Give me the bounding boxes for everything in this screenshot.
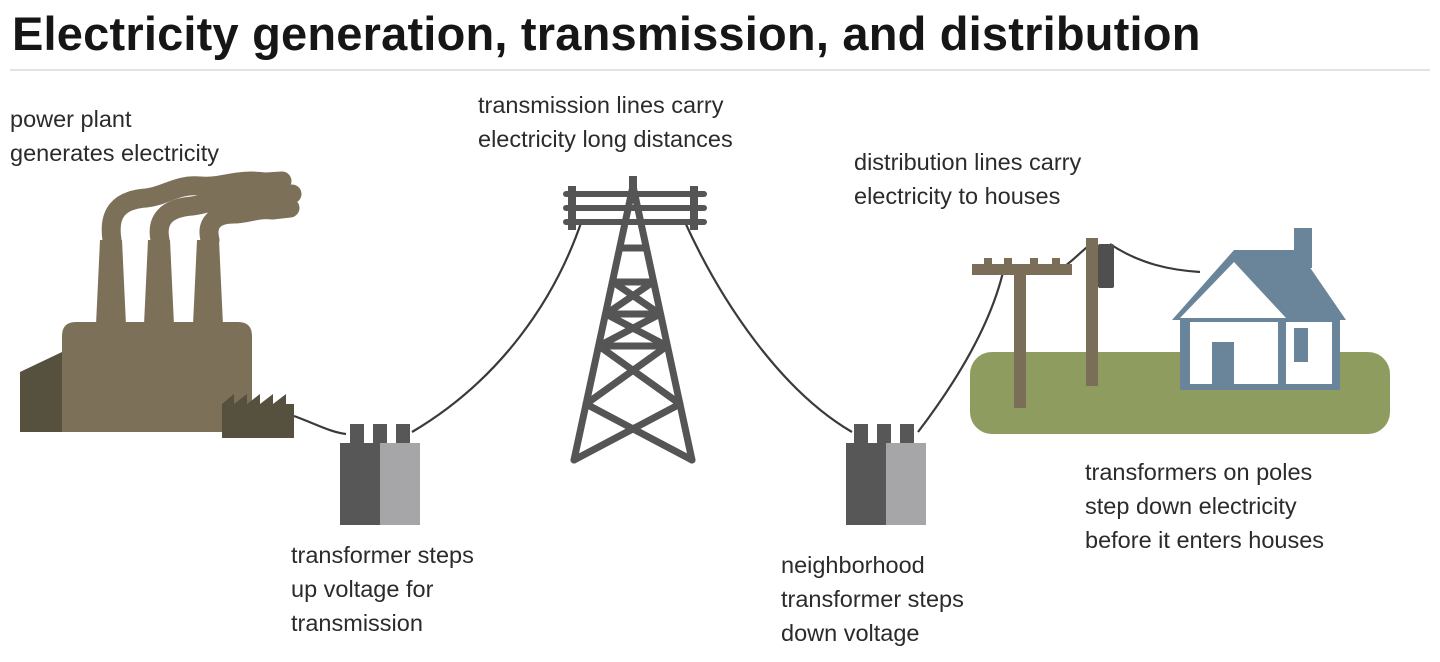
caption-pole-transformers: transformers on poles step down electric… <box>1085 459 1325 553</box>
utility-pole-icon <box>972 238 1098 408</box>
caption-distribution-lines: distribution lines carry electricity to … <box>854 149 1082 209</box>
house-window <box>1294 328 1308 362</box>
sawtooth-factory <box>222 394 294 438</box>
caption-transmission-lines: transmission lines carry electricity lon… <box>478 92 733 152</box>
smoke-plumes <box>101 171 302 250</box>
plant-side-wall <box>20 352 62 432</box>
power-plant-icon <box>20 171 302 438</box>
transmission-tower-icon <box>563 176 707 464</box>
service-drop-to-house <box>1109 243 1201 274</box>
transmission-line-right <box>682 219 853 433</box>
wire-plant-to-transformer <box>293 414 347 436</box>
power-lines <box>293 219 1201 436</box>
caption-step-up-transformer: transformer steps up voltage for transmi… <box>291 542 474 636</box>
neighborhood-transformer-icon <box>846 424 926 525</box>
house-icon <box>1172 228 1346 390</box>
plant-building <box>62 322 252 432</box>
diagram-title: Electricity generation, transmission, an… <box>12 7 1201 60</box>
transmission-line-left <box>411 219 584 433</box>
distribution-line-to-pole <box>917 267 1006 433</box>
house-door <box>1212 342 1234 384</box>
step-up-transformer-icon <box>340 424 420 525</box>
title-divider <box>10 69 1430 71</box>
caption-power-plant: power plant generates electricity <box>10 106 219 166</box>
smokestacks <box>96 240 223 325</box>
caption-neighborhood-transformer: neighborhood transformer steps down volt… <box>781 552 964 646</box>
pole-transformer-icon <box>1098 244 1114 288</box>
